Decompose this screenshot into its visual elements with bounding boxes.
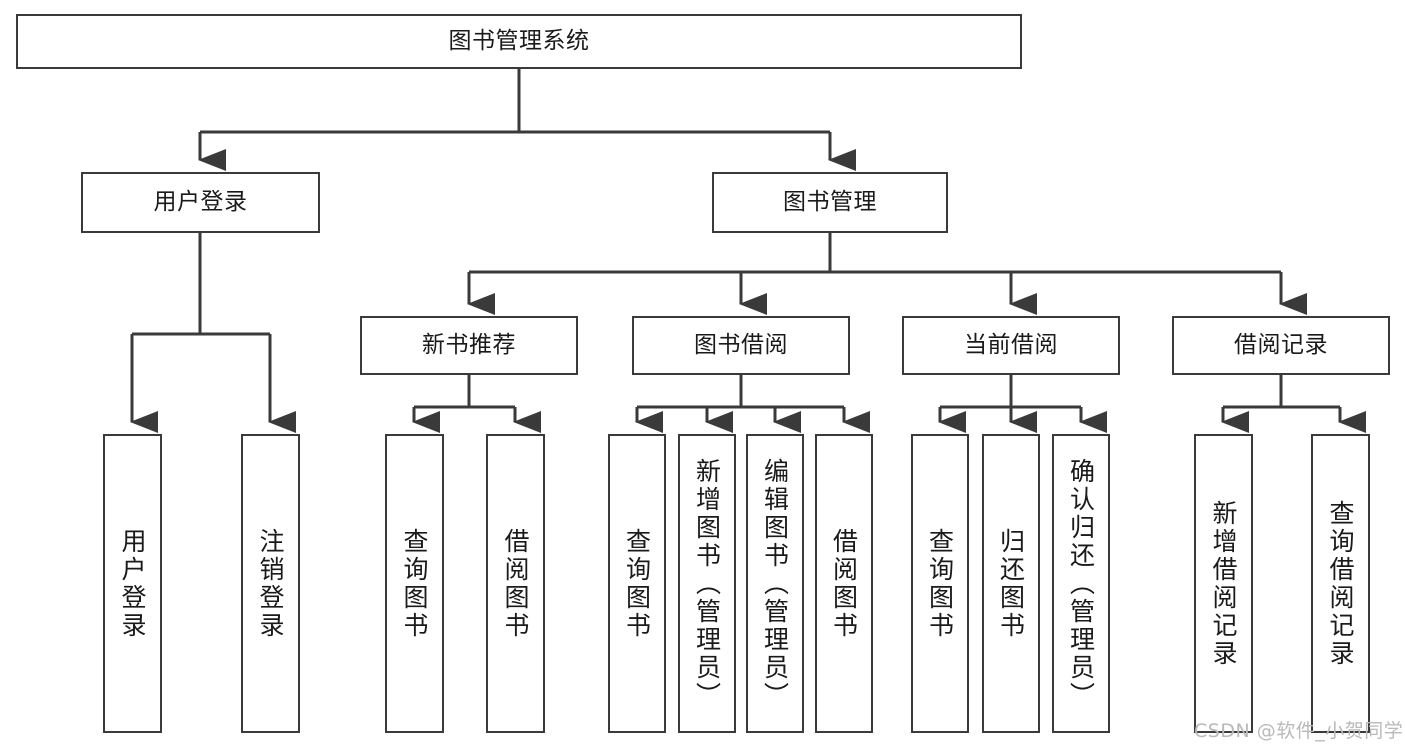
edges-book-manage-to-level3: [467, 233, 1307, 315]
node-leaf-add-record-label: 新增借阅记录: [1209, 499, 1238, 668]
node-leaf-query-book-2[interactable]: 查询图书: [608, 434, 666, 733]
node-leaf-return-book[interactable]: 归还图书: [982, 434, 1040, 733]
node-leaf-borrow-book-2[interactable]: 借阅图书: [815, 434, 873, 733]
node-leaf-user-login[interactable]: 用户登录: [103, 434, 162, 733]
node-leaf-confirm-return[interactable]: 确认归还（管理员）: [1052, 434, 1110, 733]
node-leaf-add-book[interactable]: 新增图书（管理员）: [678, 434, 736, 733]
node-leaf-borrow-book-2-label: 借阅图书: [829, 527, 859, 640]
node-borrow-record[interactable]: 借阅记录: [1172, 316, 1390, 375]
node-leaf-return-book-label: 归还图书: [996, 527, 1026, 640]
edges-borrow-record-to-leaves: [1221, 375, 1366, 433]
node-leaf-query-book-3[interactable]: 查询图书: [911, 434, 969, 733]
node-user-login[interactable]: 用户登录: [81, 172, 320, 233]
node-leaf-logout-label: 注销登录: [256, 527, 285, 640]
node-leaf-borrow-book-1[interactable]: 借阅图书: [486, 434, 545, 733]
node-leaf-query-book-1[interactable]: 查询图书: [385, 434, 444, 733]
node-leaf-edit-book-label: 编辑图书（管理员）: [760, 457, 790, 710]
node-book-manage-label: 图书管理: [783, 189, 877, 216]
watermark-csdn: CSDN @软件_小贺同学: [1194, 720, 1404, 742]
node-leaf-add-record[interactable]: 新增借阅记录: [1194, 434, 1253, 733]
edges-user-login-to-leaves: [130, 233, 296, 433]
node-current-borrow-label: 当前借阅: [964, 332, 1058, 359]
node-new-book-recommend[interactable]: 新书推荐: [360, 316, 578, 375]
node-borrow-record-label: 借阅记录: [1234, 332, 1328, 359]
node-leaf-query-book-1-label: 查询图书: [400, 527, 429, 640]
node-book-manage[interactable]: 图书管理: [712, 172, 948, 233]
edges-new-book-recommend-to-leaves: [412, 375, 541, 433]
node-leaf-query-book-2-label: 查询图书: [622, 527, 652, 640]
edges-book-borrow-to-leaves: [635, 375, 870, 433]
node-leaf-logout[interactable]: 注销登录: [241, 434, 300, 733]
node-book-borrow-label: 图书借阅: [694, 332, 788, 359]
edges-root-to-level2: [198, 69, 856, 171]
node-root[interactable]: 图书管理系统: [16, 14, 1022, 69]
node-new-book-recommend-label: 新书推荐: [422, 332, 516, 359]
node-book-borrow[interactable]: 图书借阅: [632, 316, 850, 375]
node-leaf-query-book-3-label: 查询图书: [925, 527, 955, 640]
node-leaf-add-book-label: 新增图书（管理员）: [692, 457, 722, 710]
node-leaf-confirm-return-label: 确认归还（管理员）: [1066, 457, 1096, 710]
node-current-borrow[interactable]: 当前借阅: [902, 316, 1120, 375]
node-leaf-query-record-label: 查询借阅记录: [1326, 499, 1355, 668]
node-user-login-label: 用户登录: [153, 189, 248, 216]
node-leaf-user-login-label: 用户登录: [118, 527, 147, 640]
node-leaf-edit-book[interactable]: 编辑图书（管理员）: [746, 434, 804, 733]
node-leaf-query-record[interactable]: 查询借阅记录: [1311, 434, 1370, 733]
node-root-label: 图书管理系统: [448, 28, 590, 55]
node-leaf-borrow-book-1-label: 借阅图书: [501, 527, 530, 640]
edges-current-borrow-to-leaves: [938, 375, 1107, 433]
